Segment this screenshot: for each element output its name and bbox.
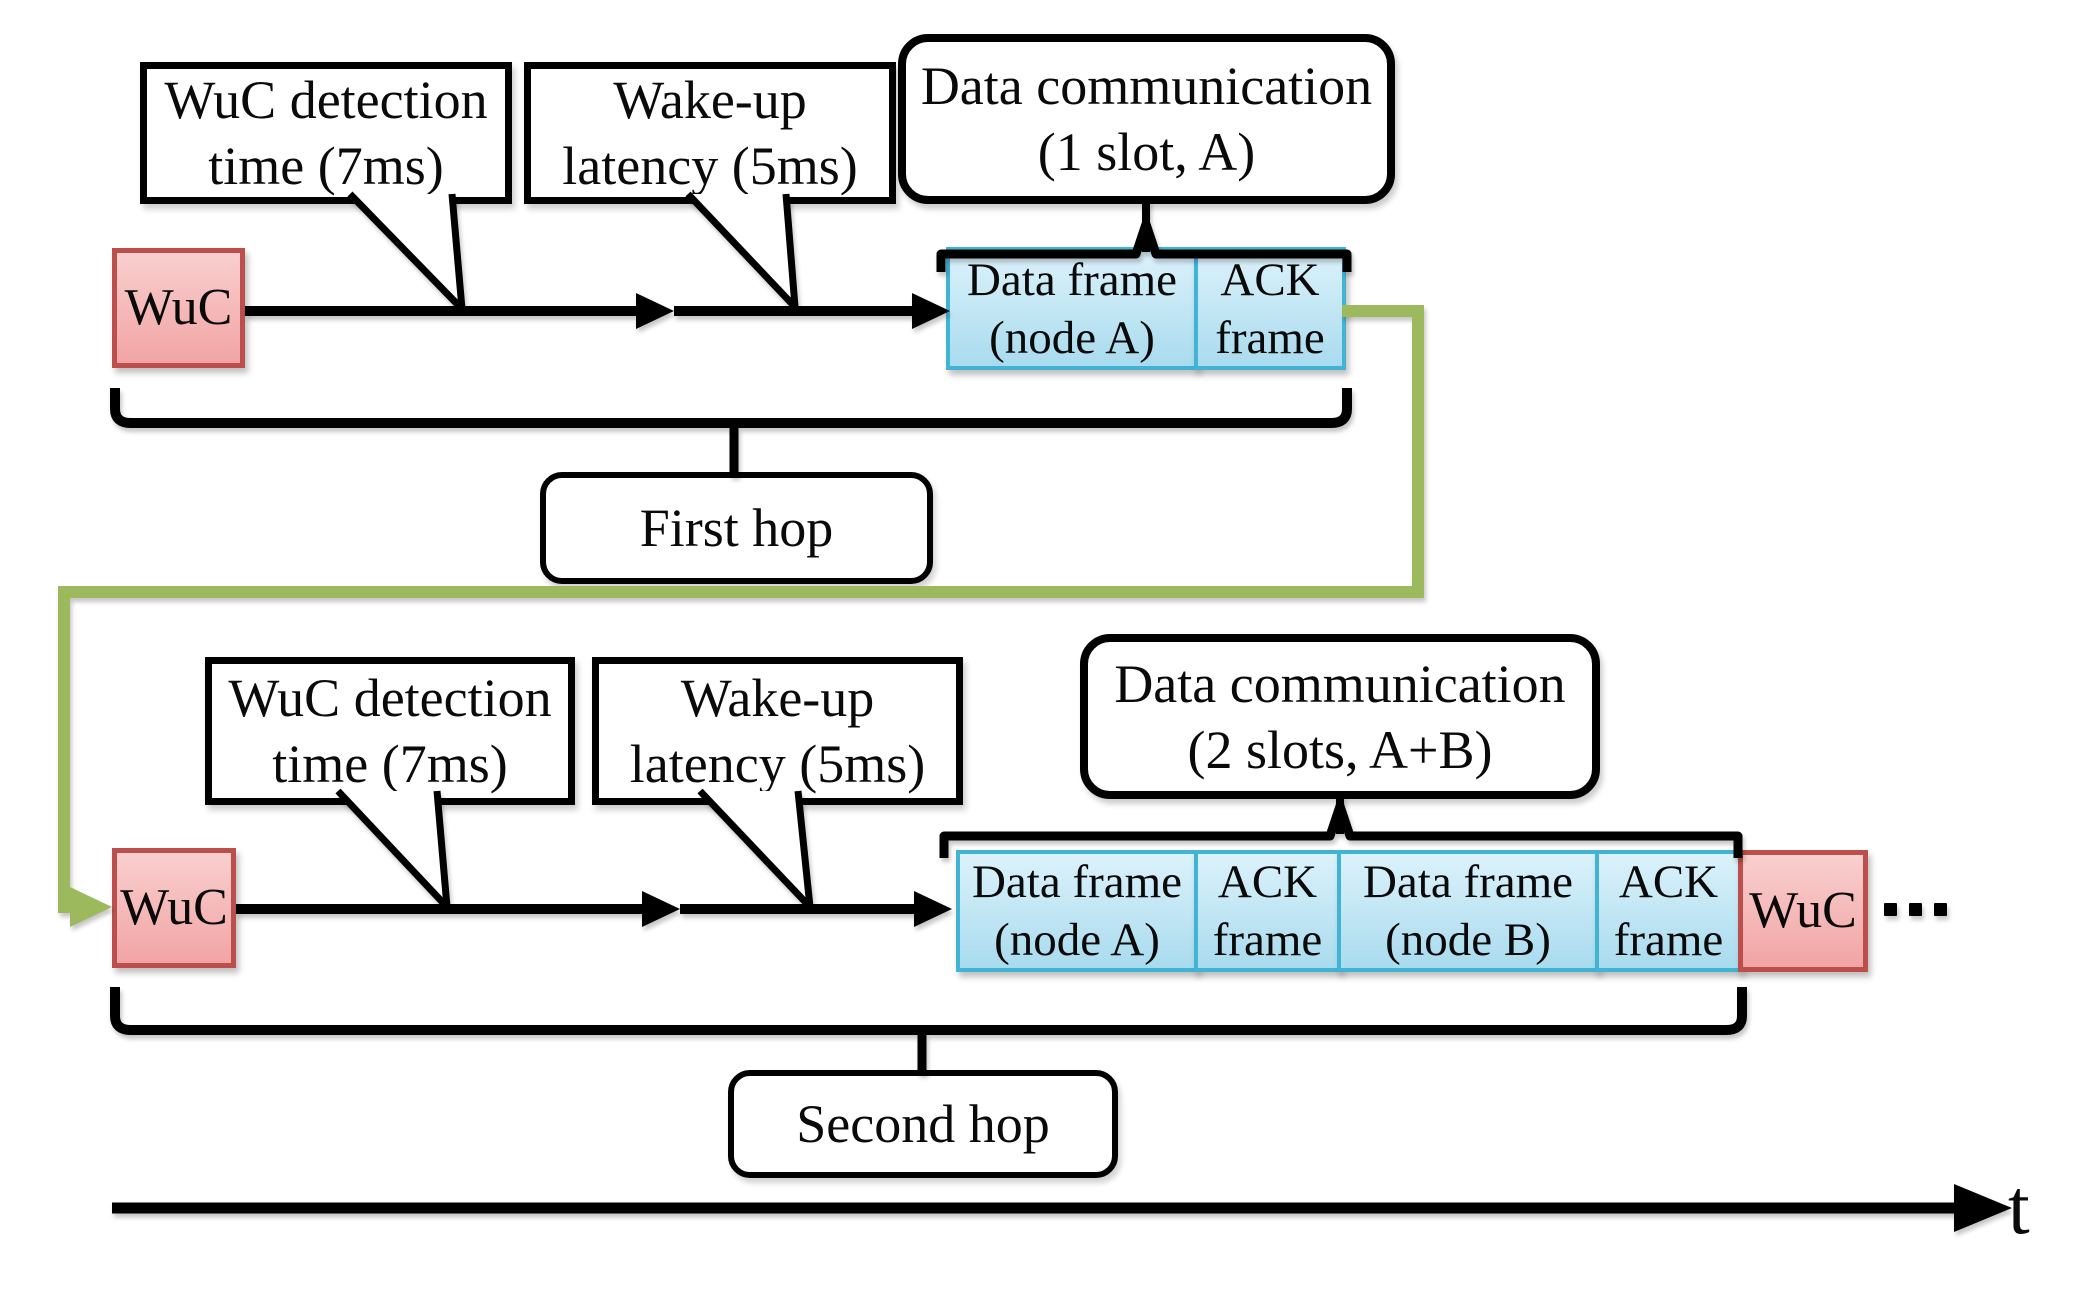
- callout-text-line: Data communication: [1114, 653, 1566, 714]
- ack-frame-1-hop2: ACK frame: [1194, 850, 1341, 972]
- callout-text-line: (1 slot, A): [1037, 122, 1256, 182]
- frame-text-line: ACK: [1618, 856, 1719, 908]
- arrowhead-end-hop1: [912, 293, 950, 329]
- callout-data-communication-hop1: Data communication (1 slot, A): [898, 34, 1395, 204]
- frame-text-line: ACK: [1217, 856, 1318, 908]
- frame-text-line: frame: [1212, 914, 1323, 966]
- frame-text-line: Data frame: [1362, 856, 1574, 908]
- frame-text-line: (node A): [994, 914, 1160, 966]
- frame-text-line: Data frame: [966, 253, 1178, 306]
- callout-text-line: (2 slots, A+B): [1187, 719, 1493, 780]
- callout-text-line: latency (5ms): [562, 136, 858, 196]
- callout-text-line: latency (5ms): [629, 734, 926, 794]
- green-hop-connector-line: [58, 305, 1424, 913]
- callout-wuc-detection-time-hop1: WuC detection time (7ms): [140, 62, 512, 204]
- bottom-brace-hop2: [110, 987, 1747, 1035]
- callout-text-line: time (7ms): [208, 136, 444, 196]
- wuc-box-hop2: WuC: [112, 848, 236, 968]
- callout-text-line: Wake-up: [680, 668, 875, 728]
- callout-tail-detection-hop2: [335, 788, 451, 911]
- frame-text-line: Data frame: [971, 856, 1183, 908]
- callout-text-line: WuC detection: [164, 70, 488, 130]
- frame-text-line: frame: [1215, 311, 1325, 364]
- hop-label: First hop: [639, 498, 834, 558]
- time-axis-arrowhead: [1954, 1184, 2012, 1232]
- frame-text-line: (node B): [1385, 914, 1551, 966]
- first-hop-label-box: First hop: [540, 472, 933, 584]
- data-frame-node-a-hop1: Data frame (node A): [946, 247, 1198, 370]
- arrowhead-mid-hop1: [636, 293, 674, 329]
- callout-text-line: Data communication: [920, 56, 1373, 116]
- time-axis-label: t: [2008, 1163, 2030, 1250]
- frame-text-line: (node A): [989, 311, 1155, 364]
- data-frame-node-a-hop2: Data frame (node A): [956, 850, 1198, 972]
- wuc-box-next-cycle: WuC: [1738, 850, 1868, 972]
- callout-data-communication-hop2: Data communication (2 slots, A+B): [1080, 634, 1600, 799]
- callout-tail-latency-hop2: [697, 788, 814, 911]
- wuc-label: WuC: [1749, 882, 1857, 939]
- second-hop-label-box: Second hop: [728, 1070, 1118, 1178]
- data-frame-node-b-hop2: Data frame (node B): [1337, 850, 1599, 972]
- callout-text-line: Wake-up: [613, 70, 807, 130]
- bottom-brace-hop1: [110, 388, 1352, 428]
- frame-text-line: frame: [1613, 914, 1724, 966]
- callout-wakeup-latency-hop1: Wake-up latency (5ms): [524, 62, 896, 204]
- ack-frame-hop1: ACK frame: [1194, 247, 1346, 370]
- green-connector-arrowhead: [70, 887, 112, 927]
- callout-text-line: WuC detection: [228, 668, 552, 728]
- frame-text-line: ACK: [1220, 253, 1320, 306]
- ack-frame-2-hop2: ACK frame: [1595, 850, 1742, 972]
- callout-text-line: time (7ms): [272, 734, 508, 794]
- callout-tail-detection-hop1: [347, 191, 466, 313]
- wuc-label: WuC: [120, 879, 228, 936]
- callout-tail-latency-hop1: [685, 191, 799, 311]
- arrowhead-end-hop2: [914, 891, 952, 927]
- wuc-box-hop1: WuC: [112, 248, 245, 368]
- callout-wakeup-latency-hop2: Wake-up latency (5ms): [592, 657, 963, 805]
- arrowhead-mid-hop2: [642, 891, 680, 927]
- hop-label: Second hop: [796, 1094, 1050, 1154]
- ellipsis-dots: [1884, 903, 1947, 916]
- callout-wuc-detection-time-hop2: WuC detection time (7ms): [205, 657, 575, 805]
- wuc-label: WuC: [124, 279, 233, 336]
